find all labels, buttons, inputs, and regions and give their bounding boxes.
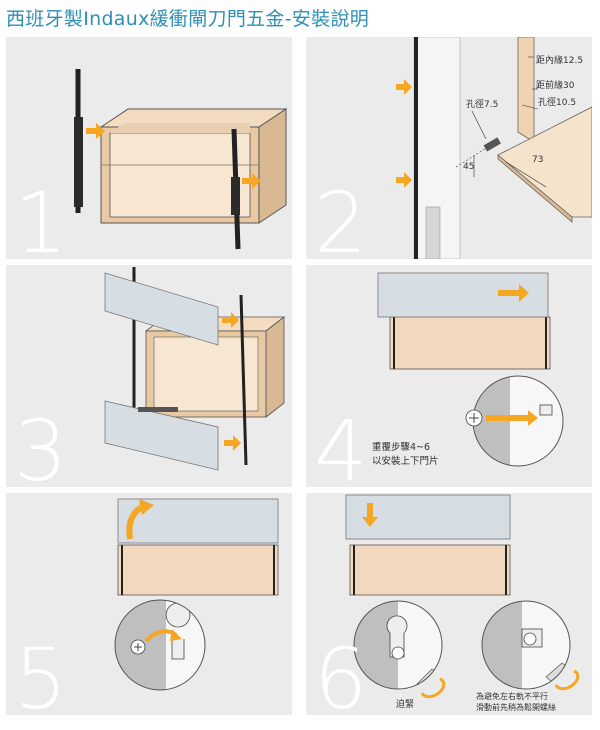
cabinet: [349, 544, 511, 596]
cabinet-side: [258, 108, 287, 224]
label-front-distance: 距前緣30: [536, 81, 575, 91]
right-rail: [239, 294, 248, 466]
step-1-panel: 1: [6, 37, 292, 259]
step-number: 5: [14, 630, 68, 715]
step-2-illustration: [396, 37, 592, 259]
label-inner-distance: 距內緣12.5: [536, 56, 584, 66]
detail-circle: [114, 599, 206, 691]
step-number: 6: [314, 630, 368, 715]
corner-upright: [517, 37, 535, 143]
note-line: 以安裝上下門片: [372, 456, 439, 467]
step-1-illustration: [74, 69, 288, 250]
label-dim-45: 45: [463, 162, 475, 172]
note-line: 滑動前先稍為鬆開螺絲: [476, 703, 556, 712]
arrow-icon: [86, 123, 261, 189]
note-line: 重覆步驟4~6: [372, 442, 431, 453]
upper-door: [104, 272, 219, 346]
arrow-icon: [362, 503, 378, 527]
cabinet: [117, 544, 279, 596]
step-5-panel: 5: [6, 493, 292, 715]
step-4-illustration: [377, 272, 564, 467]
step-6-note: 為避免左右軌不平行 滑動前先稍為鬆開螺絲: [476, 691, 556, 713]
lower-door: [104, 400, 219, 471]
hinge: [483, 137, 501, 152]
note-line: 為避免左右軌不平行: [476, 692, 548, 701]
screw-icon: [523, 632, 537, 646]
cabinet: [389, 316, 551, 370]
step-number: 1: [14, 174, 68, 259]
step-3-illustration: [104, 267, 286, 471]
tighten-arrow-icon: [420, 677, 446, 699]
step-4-panel: 重覆步驟4~6 以安裝上下門片 4: [306, 265, 592, 487]
label-dim-73: 73: [532, 155, 544, 165]
arrow-icon: [222, 312, 241, 451]
step-5-illustration: [114, 498, 279, 691]
step-4-note: 重覆步驟4~6 以安裝上下門片: [372, 441, 439, 469]
arrow-icon: [498, 284, 529, 302]
arrow-icon: [396, 79, 412, 188]
label-hole-75: 孔徑7.5: [466, 100, 499, 110]
step-2-panel: 距內緣12.5 距前緣30 孔徑7.5 孔徑10.5 45 73 2: [306, 37, 592, 259]
step-number: 4: [314, 402, 368, 487]
detail-circle: [353, 600, 443, 690]
page-title: 西班牙製Indaux緩衝閘刀門五金-安裝說明: [6, 8, 370, 30]
step-6-panel: 迫緊 為避免左右軌不平行 滑動前先稍為鬆開螺絲 6: [306, 493, 592, 715]
step-6-illustration: [345, 494, 580, 699]
loosen-arrow-icon: [554, 669, 580, 691]
step-number: 3: [14, 402, 68, 487]
label-tighten: 迫緊: [396, 700, 415, 710]
step-number: 2: [314, 174, 368, 259]
label-hole-105: 孔徑10.5: [538, 98, 577, 108]
detail-circle: [481, 600, 571, 690]
screw-icon: [391, 646, 405, 660]
arrow-icon: [486, 410, 538, 426]
step-3-panel: 3: [6, 265, 292, 487]
